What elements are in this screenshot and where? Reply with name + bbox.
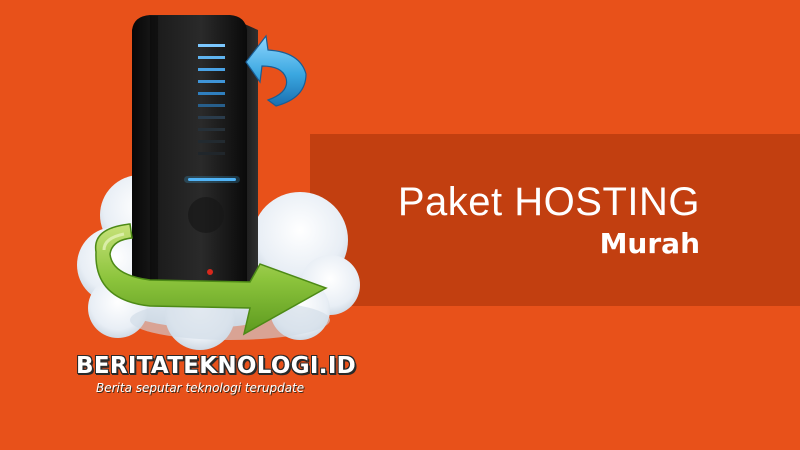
server-lights [184,44,240,183]
headline: Paket HOSTING Murah [398,178,700,262]
blue-arrow-icon [245,34,307,107]
headline-subtitle: Murah [599,227,700,260]
brand-logo: BERITATEKNOLOGI.ID Berita seputar teknol… [76,353,356,395]
brand-tagline: Berita seputar teknologi terupdate [96,381,305,395]
brand-name: BERITATEKNOLOGI.ID [76,353,357,379]
green-arrow-icon [94,223,328,336]
title-band [310,134,800,306]
server-tower-icon [132,15,258,293]
headline-title: Paket HOSTING [397,180,700,224]
